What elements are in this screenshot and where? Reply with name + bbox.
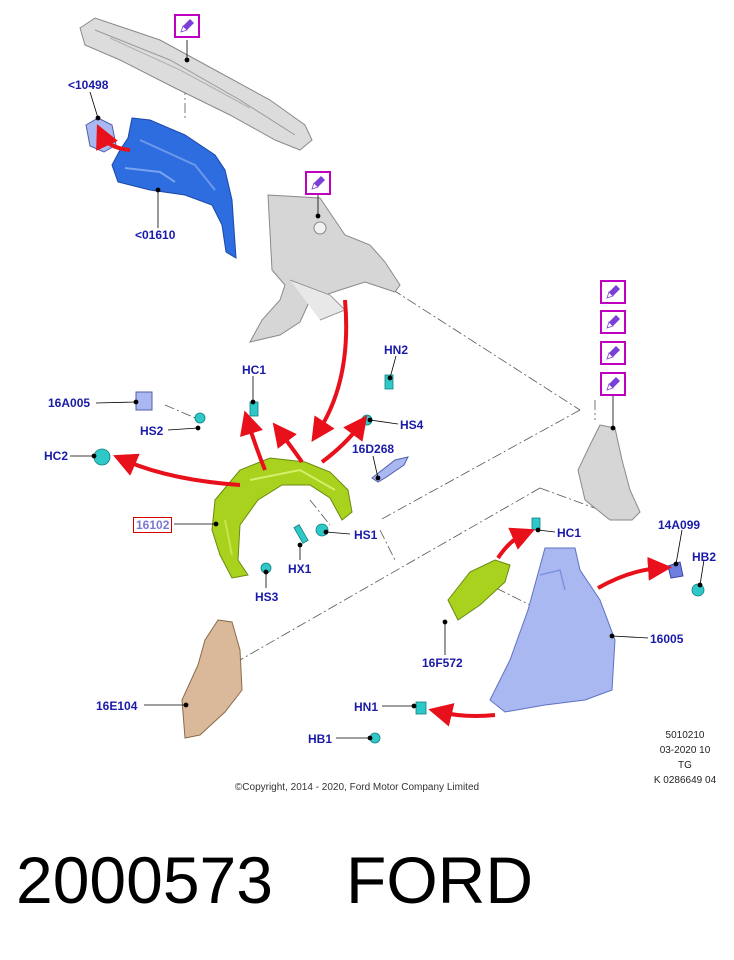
edit-icon[interactable] — [600, 310, 626, 334]
grey-inner-panel — [249, 194, 401, 343]
edit-icon[interactable] — [600, 280, 626, 304]
label-10498[interactable]: <10498 — [68, 78, 109, 92]
label-hx1[interactable]: HX1 — [288, 562, 312, 576]
label-16102[interactable]: 16102 — [133, 517, 173, 533]
label-hs2[interactable]: HS2 — [140, 424, 164, 438]
lower-bracket-16e104 — [181, 619, 243, 739]
blue-dash-panel — [111, 117, 237, 259]
meta-line-1: 5010210 — [665, 730, 705, 741]
front-wheel-liner-16102 — [211, 457, 353, 579]
part-number: 2000573 — [16, 843, 273, 917]
label-16d268[interactable]: 16D268 — [352, 442, 395, 456]
meta-line-4: K 0286649 04 — [653, 775, 717, 786]
label-hs1[interactable]: HS1 — [354, 528, 378, 542]
meta-line-3: TG — [678, 760, 692, 771]
edit-icon[interactable] — [600, 372, 626, 396]
edit-icon[interactable] — [305, 171, 331, 195]
label-16f572[interactable]: 16F572 — [422, 656, 463, 670]
copyright-notice: ©Copyright, 2014 - 2020, Ford Motor Comp… — [234, 782, 480, 793]
fender-16005 — [489, 547, 616, 713]
right-pillar-panel — [577, 424, 641, 521]
edit-icon[interactable] — [174, 14, 200, 38]
label-16a005[interactable]: 16A005 — [48, 396, 91, 410]
label-hn2[interactable]: HN2 — [384, 343, 409, 357]
brand-name: FORD — [346, 843, 533, 917]
bracket-16d268 — [371, 456, 409, 483]
meta-line-2: 03-2020 10 — [659, 745, 711, 756]
label-hc2[interactable]: HC2 — [44, 449, 69, 463]
label-14a099[interactable]: 14A099 — [658, 518, 701, 532]
label-01610[interactable]: <01610 — [135, 228, 176, 242]
label-16005[interactable]: 16005 — [650, 632, 684, 646]
upper-cross-member — [79, 17, 313, 151]
label-hb2[interactable]: HB2 — [692, 550, 717, 564]
label-16e104[interactable]: 16E104 — [96, 699, 138, 713]
label-hb1[interactable]: HB1 — [308, 732, 333, 746]
label-hs3[interactable]: HS3 — [255, 590, 279, 604]
rear-liner-16f572 — [447, 559, 511, 621]
illustration-metadata: 5010210 03-2020 10 TG K 0286649 04 — [640, 728, 730, 788]
label-hc1-right[interactable]: HC1 — [557, 526, 582, 540]
red-arrows — [96, 124, 672, 727]
label-hn1[interactable]: HN1 — [354, 700, 379, 714]
bracket-16a005 — [135, 391, 153, 411]
edit-icon[interactable] — [600, 341, 626, 365]
label-hs4[interactable]: HS4 — [400, 418, 424, 432]
label-hc1-left[interactable]: HC1 — [242, 363, 267, 377]
leader-lines — [70, 40, 705, 741]
